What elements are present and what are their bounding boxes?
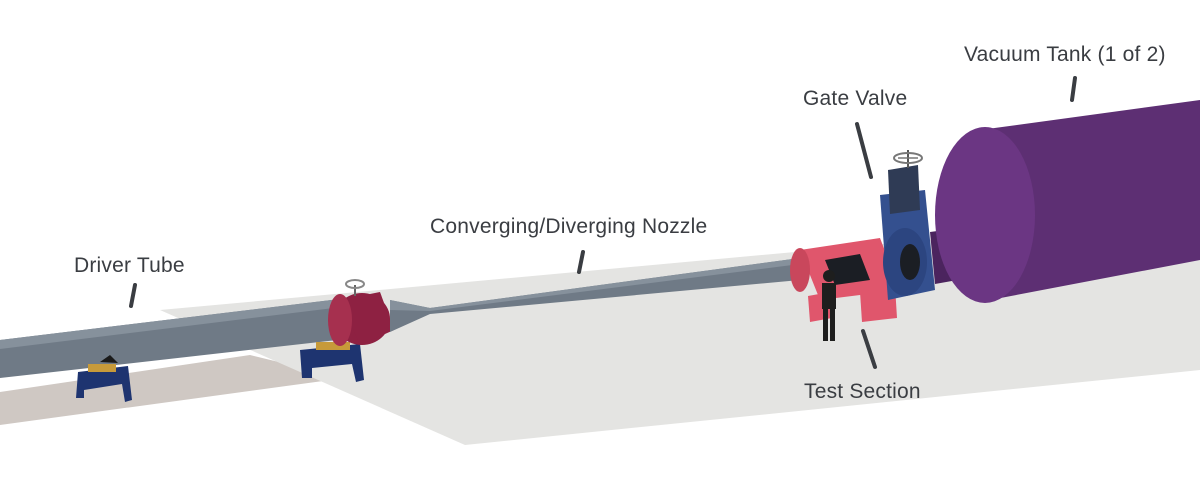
driver-tube-label: Driver Tube: [74, 254, 185, 277]
nozzle: [390, 258, 800, 332]
person-figure-icon: [822, 270, 836, 341]
driver-tube: [0, 298, 355, 378]
driver-flange: [328, 292, 394, 346]
nozzle-label: Converging/Diverging Nozzle: [430, 215, 708, 238]
vacuum-tank-leader: [1070, 76, 1077, 102]
gate-valve-leader: [855, 122, 873, 179]
test-section-label: Test Section: [804, 380, 921, 403]
tube-support-left: [76, 355, 132, 402]
gate-valve-label: Gate Valve: [803, 87, 908, 110]
floor-shadow: [0, 355, 345, 425]
tube-support-right: [300, 342, 364, 382]
gate-valve: [880, 165, 935, 300]
test-section-leader: [861, 329, 877, 369]
handwheel-icon: [893, 150, 923, 168]
handwheel-icon: [345, 279, 365, 296]
vacuum-tank: [935, 100, 1200, 303]
driver-tube-leader: [129, 283, 137, 308]
vacuum-tank-label: Vacuum Tank (1 of 2): [964, 43, 1166, 66]
nozzle-leader: [577, 250, 585, 274]
